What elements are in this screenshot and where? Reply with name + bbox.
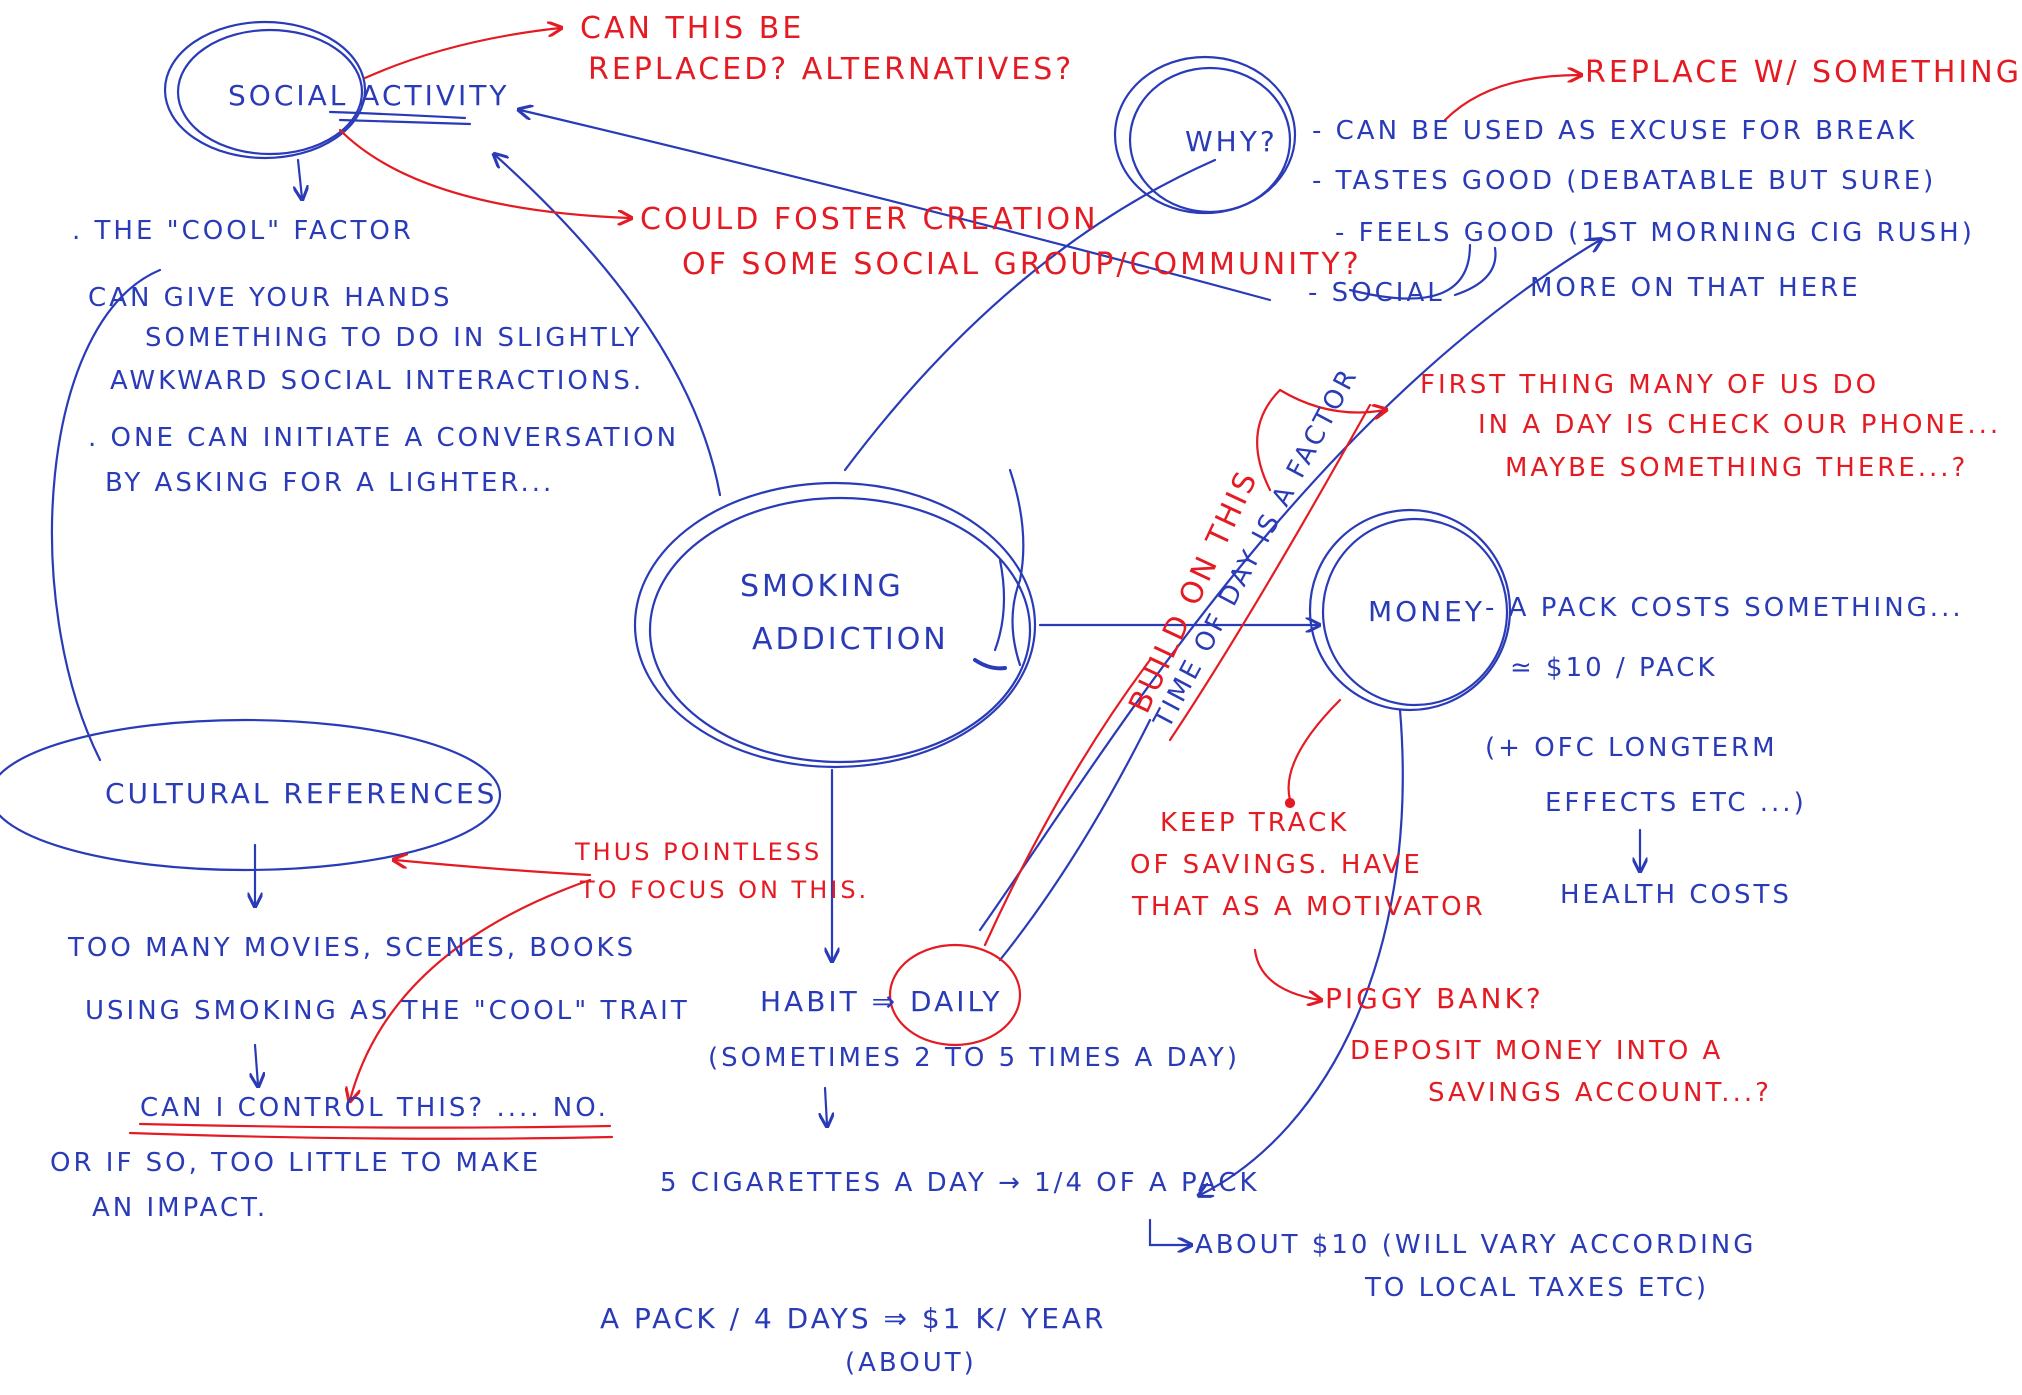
- replaced-note-line2: replaced? alternatives?: [588, 52, 1075, 87]
- savings-note-line3: that as a motivator: [1132, 892, 1486, 922]
- habit-daily-label: Habit ⇒ Daily: [760, 985, 1003, 1018]
- connector-lines: [0, 0, 1920, 1395]
- movies-note-line1: too many movies, scenes, books: [68, 933, 637, 963]
- cool-factor-note: . The "cool" factor: [72, 216, 414, 246]
- replaced-note-line1: can this be: [580, 11, 805, 46]
- why-label: Why?: [1185, 125, 1278, 158]
- lighter-note-line1: . One can initiate a conversation: [88, 423, 680, 453]
- control-note: can I control this? .... No.: [140, 1093, 609, 1123]
- why-bubble: [1113, 55, 1297, 215]
- why-reason-feels: - feels good (1st morning cig rush): [1335, 218, 1975, 248]
- movies-note-line2: using smoking as the "cool" trait: [85, 996, 690, 1026]
- foster-note-line2: of some social group/community?: [682, 247, 1362, 282]
- foster-note-line1: could foster creation: [640, 202, 1099, 237]
- why-reason-social: - social: [1308, 278, 1445, 308]
- first-thing-note-line1: first thing many of us do: [1420, 370, 1880, 400]
- about-note: (about): [845, 1348, 977, 1378]
- why-reason-break: - can be used as excuse for break: [1312, 116, 1918, 146]
- savings-note-line1: keep track: [1160, 808, 1350, 838]
- price-note: ≃ $10 / pack: [1510, 653, 1718, 683]
- savings-note-line2: of savings. have: [1130, 850, 1423, 880]
- smoking-label: Smoking: [740, 569, 904, 604]
- money-label: Money: [1368, 595, 1485, 628]
- effects-note-line2: effects etc ...): [1545, 788, 1807, 818]
- cigs-note: 5 cigarettes a day → 1/4 of a pack: [660, 1168, 1260, 1198]
- first-thing-note-line3: maybe something there...?: [1505, 453, 1969, 483]
- social-activity-label: Social Activity: [228, 79, 510, 112]
- health-costs-note: health costs: [1560, 880, 1792, 910]
- addiction-label: Addiction: [752, 622, 949, 657]
- lighter-note-line2: by asking for a lighter...: [105, 468, 555, 498]
- impact-note-line1: or if so, too little to make: [50, 1148, 542, 1178]
- pointless-note-line1: thus pointless: [575, 838, 823, 866]
- first-thing-note-line2: in a day is check our phone...: [1478, 410, 2002, 440]
- cultural-references-label: Cultural References: [105, 777, 498, 810]
- about10-note: about $10 (will vary according: [1195, 1230, 1757, 1260]
- taxes-note: to local taxes etc): [1365, 1273, 1710, 1303]
- money-bubble: [1308, 508, 1512, 712]
- hands-note-line3: awkward social interactions.: [110, 366, 645, 396]
- why-reason-more: more on that here: [1530, 273, 1861, 303]
- deposit-note-line2: savings account...?: [1428, 1078, 1772, 1108]
- smoking-addiction-bubble: [633, 481, 1037, 769]
- hands-note-line2: something to do in slightly: [145, 323, 643, 353]
- effects-note-line1: (+ ofc longterm: [1485, 733, 1778, 763]
- yearly-cost-note: A pack / 4 days ⇒ $1 k/ year: [600, 1302, 1107, 1335]
- times-note: (sometimes 2 to 5 times a day): [708, 1043, 1240, 1073]
- pack-costs-note: - a pack costs something...: [1485, 593, 1964, 623]
- why-reason-taste: - tastes good (debatable but sure): [1312, 166, 1937, 196]
- impact-note-line2: an impact.: [92, 1193, 269, 1223]
- pointless-note-line2: to focus on this.: [580, 876, 870, 904]
- social-activity-bubble: [163, 20, 367, 160]
- piggy-bank-note: piggy bank?: [1325, 982, 1544, 1015]
- hands-note-line1: can give your hands: [88, 283, 453, 313]
- cultural-references-bubble: [0, 718, 502, 872]
- replace-something-note: replace w/ something: [1585, 55, 2022, 90]
- deposit-note-line1: deposit money into a: [1350, 1036, 1724, 1066]
- daily-circle: [888, 943, 1022, 1047]
